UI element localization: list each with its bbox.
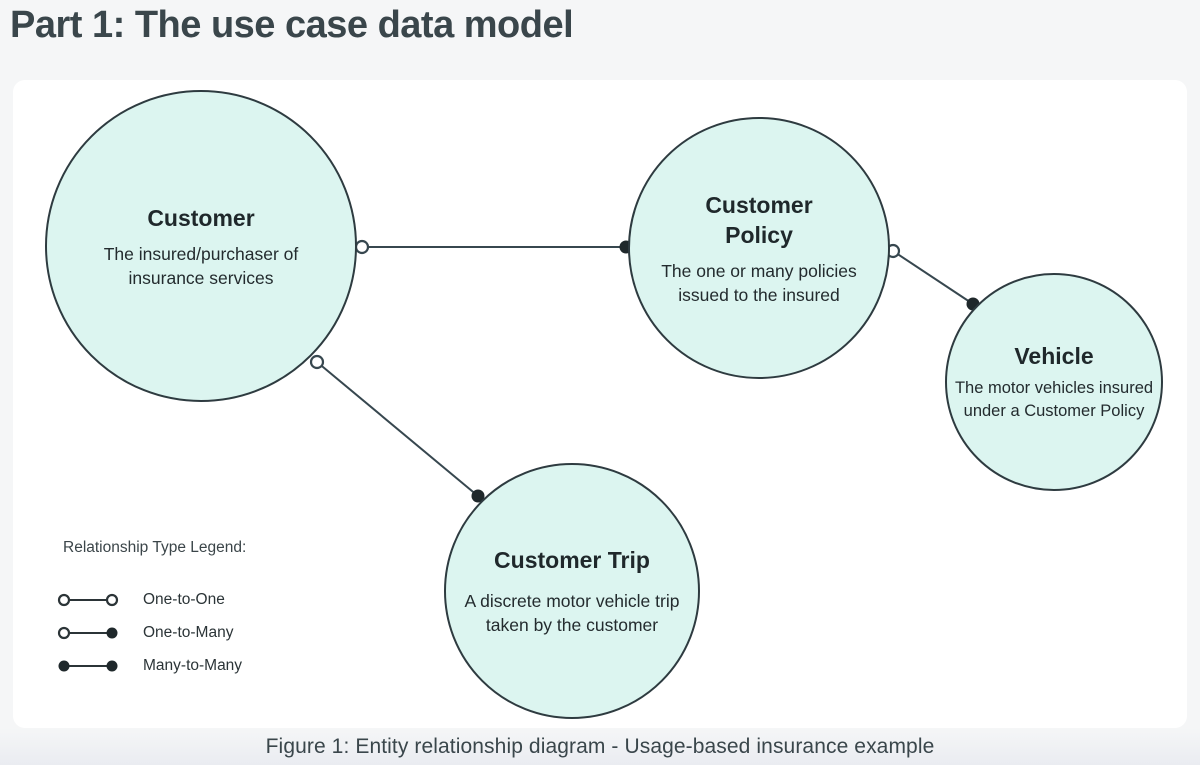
entity-customer-trip: Customer Trip A discrete motor vehicle t… [444, 463, 700, 719]
one-to-one-icon [57, 593, 119, 606]
one-end-marker [309, 354, 325, 370]
one-end-marker [354, 239, 370, 255]
entity-description: A discrete motor vehicle trip taken by t… [464, 591, 680, 635]
entity-description: The motor vehicles insured under a Custo… [954, 379, 1154, 420]
legend-label: One-to-Many [143, 623, 234, 641]
entity-description: The one or many policies issued to the i… [661, 260, 857, 305]
relationship-legend: Relationship Type Legend: One-to-One One… [57, 539, 246, 682]
figure-caption: Figure 1: Entity relationship diagram - … [265, 734, 935, 758]
diagram-panel: Customer The insured/purchaser of insura… [13, 80, 1187, 728]
figure-caption-bar: Figure 1: Entity relationship diagram - … [0, 728, 1200, 765]
entity-name: Customer Trip [494, 547, 650, 573]
page-title: Part 1: The use case data model [10, 4, 574, 46]
entity-customer: Customer The insured/purchaser of insura… [45, 90, 357, 402]
entity-vehicle: Vehicle The motor vehicles insured under… [945, 273, 1163, 491]
one-to-many-icon [57, 626, 118, 639]
entity-name: Vehicle [1014, 343, 1094, 369]
relationship-customer-policy [354, 239, 633, 255]
legend-title: Relationship Type Legend: [63, 539, 247, 556]
many-to-many-icon [58, 660, 118, 671]
entity-customer-policy: Customer Policy The one or many policies… [628, 117, 890, 379]
legend-label: Many-to-Many [143, 656, 243, 674]
legend-label: One-to-One [143, 590, 225, 608]
legend-item-many-to-many: Many-to-Many [57, 649, 246, 682]
relationship-policy-vehicle [885, 243, 980, 311]
entity-name: Customer Policy [705, 191, 813, 248]
legend-item-one-to-one: One-to-One [57, 583, 246, 616]
entity-name: Customer [147, 204, 255, 231]
relationship-customer-trip [309, 354, 485, 503]
entity-description: The insured/purchaser of insurance servi… [103, 243, 299, 288]
legend-item-one-to-many: One-to-Many [57, 616, 246, 649]
